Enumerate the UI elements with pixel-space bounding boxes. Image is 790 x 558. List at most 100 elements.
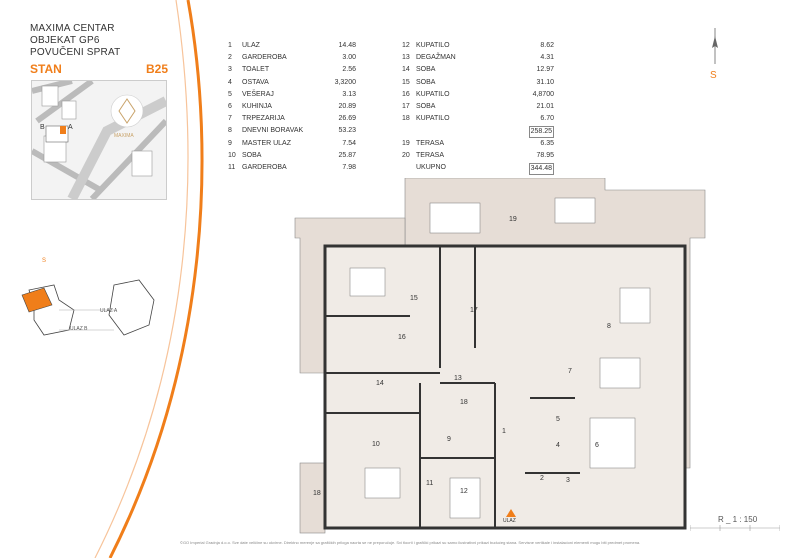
room-label-12: 12 <box>460 488 468 495</box>
room-number: 15 <box>402 78 410 86</box>
minimap-label-b: B <box>40 124 45 131</box>
room-name: KUPATILO <box>416 42 450 49</box>
compass: S <box>700 26 730 81</box>
room-label-4: 4 <box>556 442 560 449</box>
room-name: GARDEROBA <box>242 54 287 62</box>
room-row: 17 SOBA 21.01 <box>402 102 554 112</box>
room-number: 18 <box>402 115 410 123</box>
room-number: 10 <box>228 151 236 159</box>
room-area: 4,8700 <box>532 90 554 98</box>
room-area: 26.69 <box>338 115 356 123</box>
room-name: KUPATILO <box>416 115 450 123</box>
room-name: VEŠERAJ <box>242 90 274 98</box>
room-name: GARDEROBA <box>242 164 287 171</box>
minimap-label-a: A <box>68 124 73 131</box>
room-label-9: 9 <box>447 436 451 443</box>
room-area: 6.70 <box>540 115 554 123</box>
room-number: 16 <box>402 90 410 98</box>
orange-curve-decoration <box>94 0 204 558</box>
building-name: OBJEKAT GP6 <box>30 35 100 46</box>
room-area: 3.00 <box>342 54 356 62</box>
room-row: 2 GARDEROBA 3.00 <box>228 53 388 63</box>
room-name: DNEVNI BORAVAK <box>242 127 304 135</box>
room-name: SOBA <box>416 103 436 110</box>
room-area: 12.97 <box>536 66 554 74</box>
room-label-14: 14 <box>376 380 384 387</box>
room-name: MASTER ULAZ <box>242 139 292 147</box>
room-area: 78.95 <box>536 151 554 159</box>
room-name: TERASA <box>416 151 445 159</box>
room-label-19: 19 <box>509 216 517 223</box>
room-label-6: 6 <box>595 442 599 449</box>
room-name: TERASA <box>416 139 445 147</box>
room-name: SOBA <box>242 151 262 159</box>
room-label-3: 3 <box>566 477 570 484</box>
compass-needle-icon <box>712 28 718 64</box>
room-number: 4 <box>228 78 232 86</box>
room-number: 2 <box>228 54 232 62</box>
room-number: 11 <box>228 164 236 171</box>
room-label-10: 10 <box>372 441 380 448</box>
room-label-15: 15 <box>410 295 418 302</box>
room-label-18-terrace: 18 <box>313 490 321 497</box>
room-area: 3,3200 <box>334 78 356 86</box>
entrance-label: ULAZ <box>503 518 516 524</box>
room-row: 16 KUPATILO 4,8700 <box>402 90 554 100</box>
room-area: 14.48 <box>338 42 356 49</box>
room-area: 4.31 <box>540 54 554 62</box>
room-label-1: 1 <box>502 428 506 435</box>
room-number: 20 <box>402 151 410 159</box>
room-name: KUHINJA <box>242 103 272 110</box>
room-name: UKUPNO <box>416 164 446 171</box>
room-label-11: 11 <box>426 480 434 487</box>
compass-south-label: S <box>710 70 717 81</box>
room-number: 13 <box>402 54 410 62</box>
room-number: 9 <box>228 139 232 147</box>
location-minimap: B A MAXIMA <box>31 80 167 200</box>
keyplan-entrance-b: ULAZ B <box>70 326 88 332</box>
unit-code: B25 <box>146 62 169 76</box>
keyplan-south-label: S <box>42 258 47 264</box>
room-area: 31.10 <box>536 78 554 86</box>
room-name: KUPATILO <box>416 90 450 98</box>
room-name: TOALET <box>242 66 270 74</box>
room-area: 20.89 <box>338 103 356 110</box>
room-row: 13 DEGAŽMAN 4.31 <box>402 53 554 63</box>
room-name: SOBA <box>416 78 436 86</box>
room-number: 17 <box>402 103 410 110</box>
key-plan: S ULAZ A ULAZ B <box>14 250 164 360</box>
minimap-drawing <box>32 81 166 199</box>
scale-bar <box>690 525 780 531</box>
floor-name: POVUČENI SPRAT <box>30 47 121 58</box>
room-name: DEGAŽMAN <box>416 54 456 62</box>
room-label-13: 13 <box>454 375 462 382</box>
room-label-8: 8 <box>607 323 611 330</box>
room-number: 7 <box>228 115 232 123</box>
room-area: 6.35 <box>540 139 554 147</box>
room-label-16: 16 <box>398 334 406 341</box>
room-row: 20 TERASA 78.95 <box>402 151 554 161</box>
keyplan-entrance-a: ULAZ A <box>100 308 118 314</box>
room-label-5: 5 <box>556 416 560 423</box>
room-label-18: 18 <box>460 399 468 406</box>
room-area: 53.23 <box>338 127 356 135</box>
room-area: 21.01 <box>536 103 554 110</box>
room-area: 7.54 <box>342 139 356 147</box>
room-name: SOBA <box>416 66 436 74</box>
room-row: 9 MASTER ULAZ 7.54 <box>228 139 388 149</box>
stan-label: STAN <box>30 62 62 76</box>
room-number: 8 <box>228 127 232 135</box>
scale-label: R _ 1 : 150 <box>718 515 758 524</box>
